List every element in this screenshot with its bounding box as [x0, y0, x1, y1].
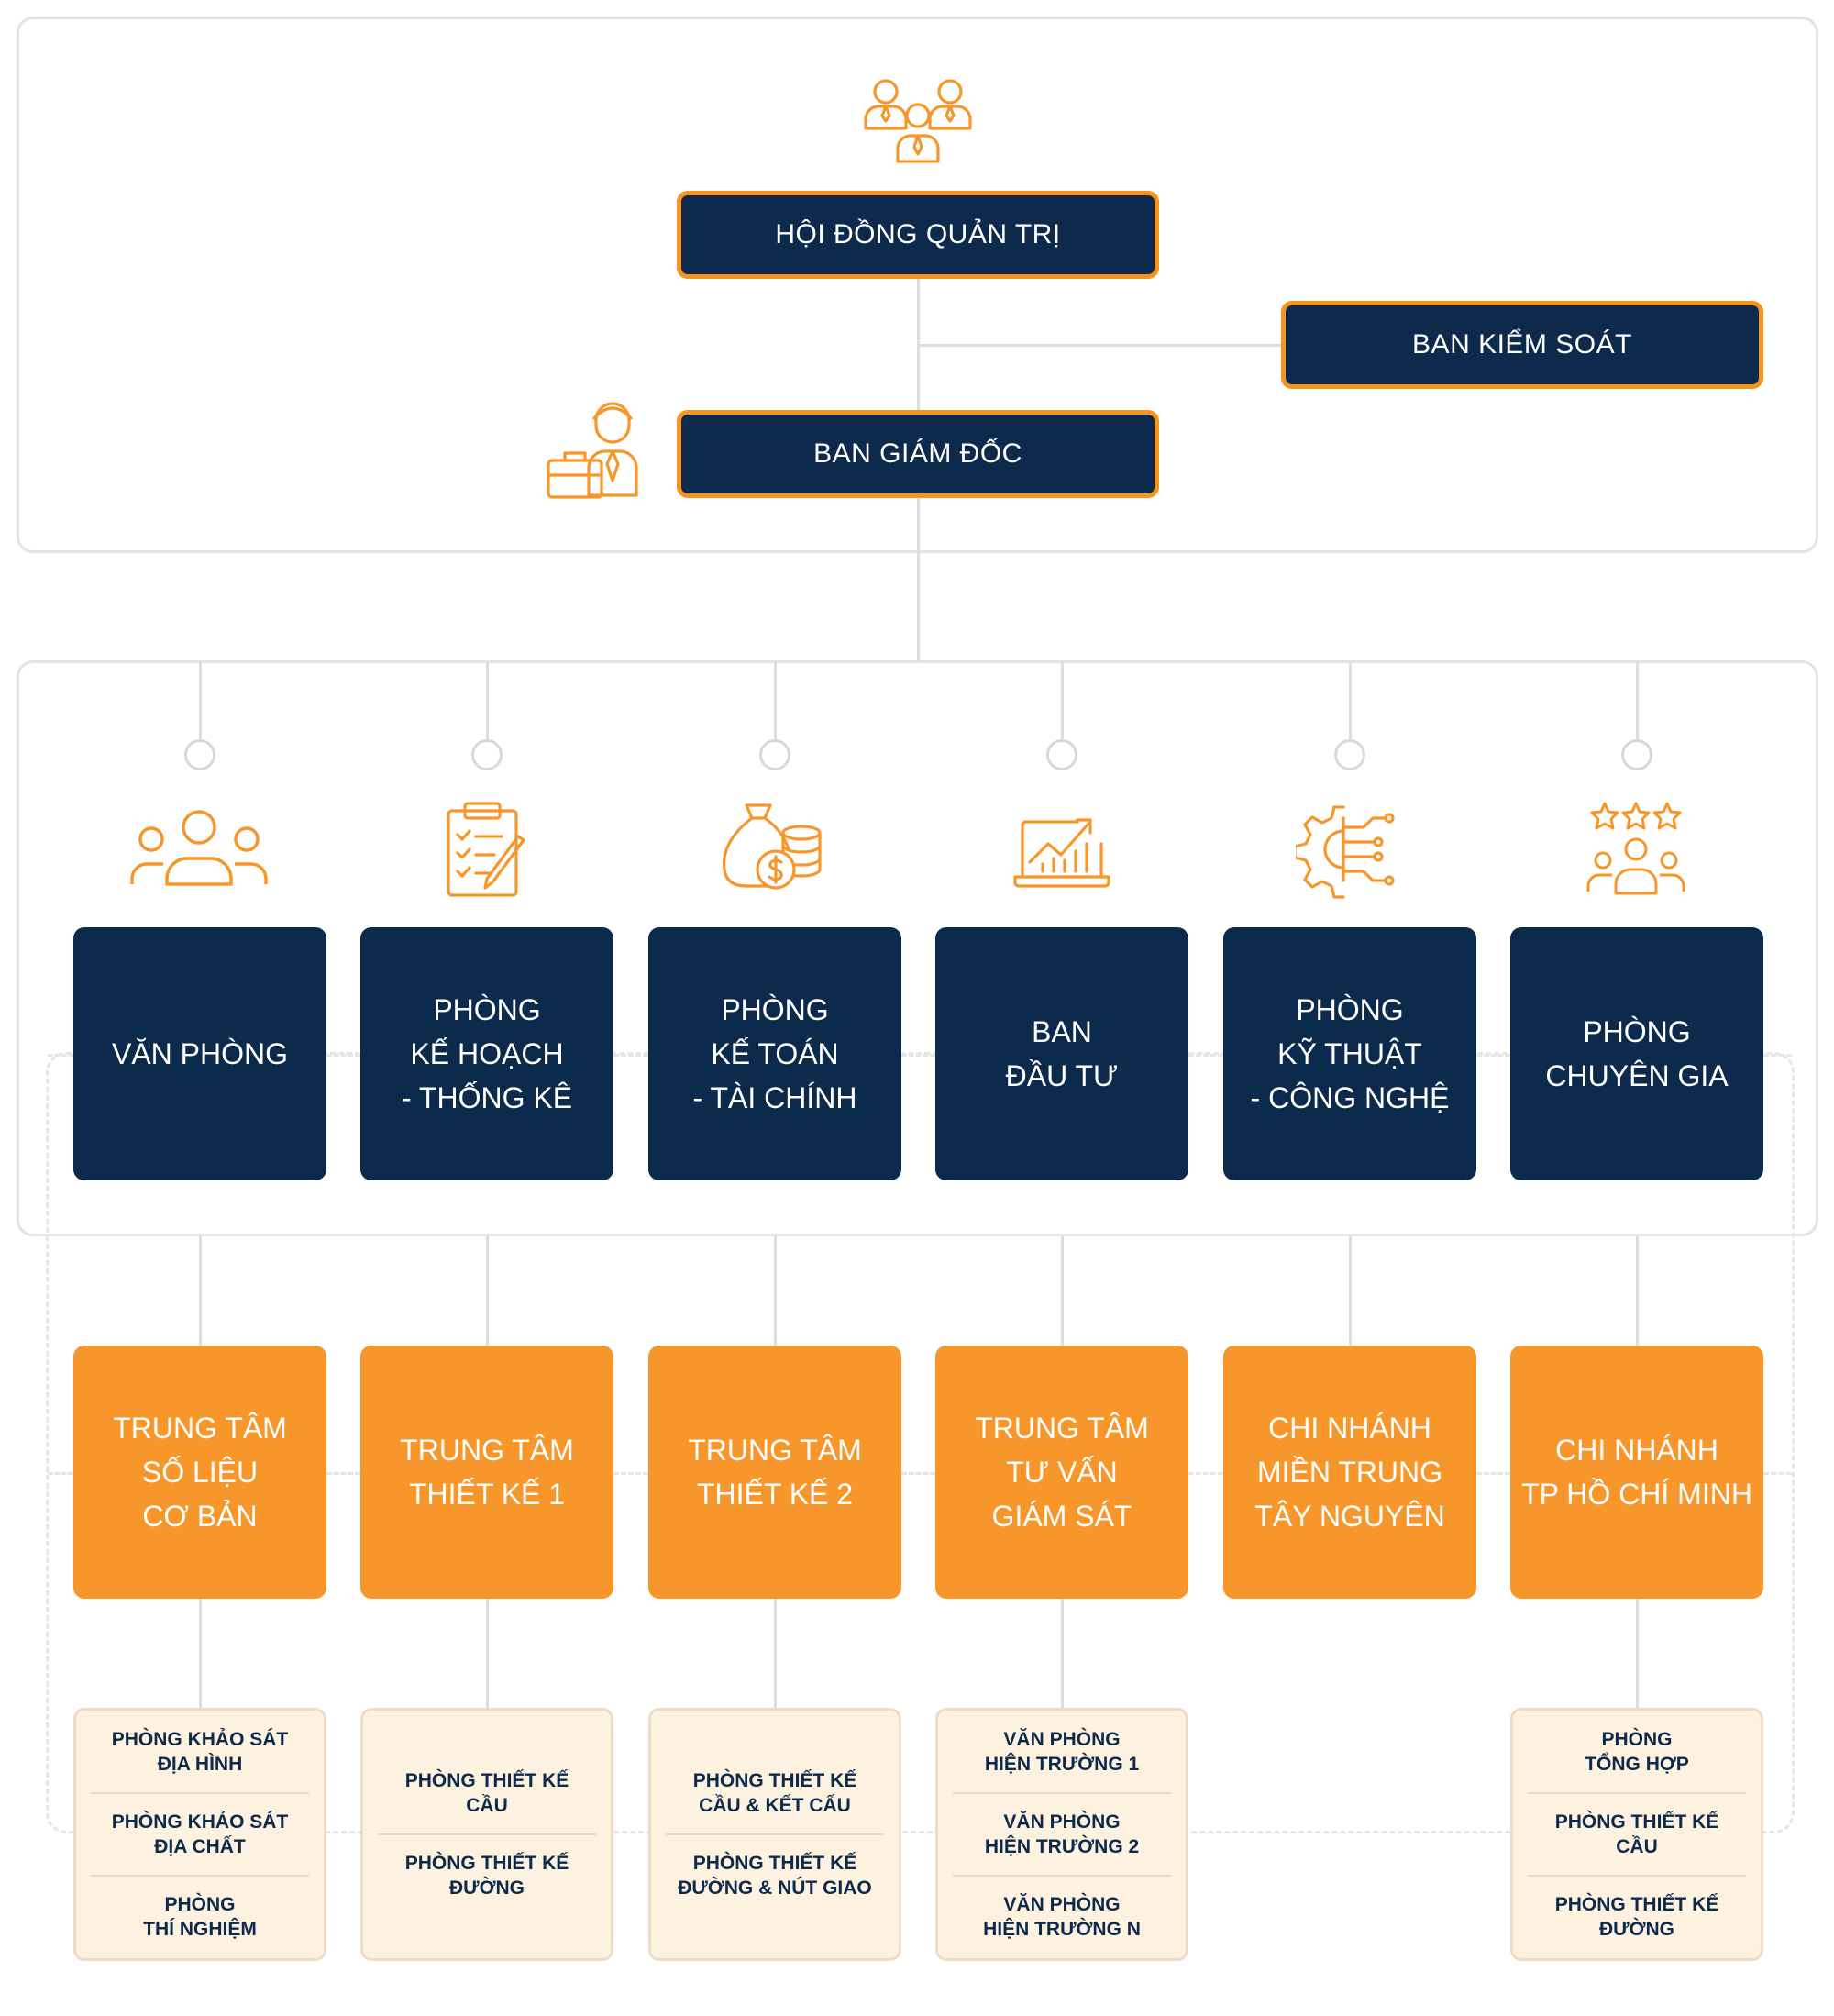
connector-panel-circle [199, 662, 202, 739]
center-label: TRUNG TÂM THIẾT KẾ 2 [688, 1434, 862, 1511]
connector-center-subunit [199, 1598, 202, 1710]
department-box[interactable]: BAN ĐẦU TƯ [935, 927, 1188, 1180]
connector-node-circle [759, 739, 790, 770]
connector-department-center [1349, 1235, 1352, 1347]
board-members-icon [860, 72, 976, 165]
department-box[interactable]: PHÒNG CHUYÊN GIA [1510, 927, 1763, 1180]
expert-team-stars-icon [1585, 800, 1687, 897]
connector-center-subunit [486, 1598, 489, 1710]
department-box[interactable]: PHÒNG KẾ TOÁN - TÀI CHÍNH [648, 927, 901, 1180]
clipboard-checklist-icon [443, 800, 531, 899]
sub-unit-item[interactable]: PHÒNG THIẾT KẾ ĐƯỜNG [378, 1833, 596, 1916]
department-label: VĂN PHÒNG [111, 1037, 289, 1070]
sub-unit-item[interactable]: PHÒNG THIẾT KẾ CẦU [1528, 1792, 1746, 1875]
dashed-guide-segment [1476, 1054, 1510, 1057]
dashed-guide-segment [326, 1054, 360, 1057]
dashed-guide-segment [48, 1472, 73, 1475]
department-box[interactable]: PHÒNG KẾ HOẠCH - THỐNG KÊ [360, 927, 613, 1180]
connector-node-circle [471, 739, 503, 770]
board-label: HỘI ĐỒNG QUẢN TRỊ [775, 219, 1061, 249]
center-box[interactable]: CHI NHÁNH TP HỒ CHÍ MINH [1510, 1346, 1763, 1599]
connector-department-center [486, 1235, 489, 1347]
connector-center-subunit [1636, 1598, 1639, 1710]
gear-circuit-icon [1296, 800, 1398, 899]
department-label: PHÒNG KỸ THUẬT - CÔNG NGHỆ [1250, 993, 1450, 1114]
sub-unit-item[interactable]: PHÒNG THIẾT KẾ CẦU & KẾT CẤU [692, 1770, 857, 1816]
dashed-guide-segment [901, 1472, 935, 1475]
center-box[interactable]: TRUNG TÂM THIẾT KẾ 1 [360, 1346, 613, 1599]
connector-panel-circle [1061, 662, 1064, 739]
connector-department-center [1061, 1235, 1064, 1347]
department-label: PHÒNG KẾ TOÁN - TÀI CHÍNH [692, 993, 857, 1114]
sub-unit-item[interactable]: PHÒNG KHẢO SÁT ĐỊA CHẤT [91, 1792, 309, 1875]
connector-panel-circle [1636, 662, 1639, 739]
supervisory-box[interactable]: BAN KIỂM SOÁT [1281, 301, 1763, 389]
connector-center-subunit [1061, 1598, 1064, 1710]
dashed-guide-segment [901, 1054, 935, 1057]
center-label: CHI NHÁNH TP HỒ CHÍ MINH [1521, 1434, 1752, 1511]
connector-panel-circle [774, 662, 777, 739]
connector-department-center [199, 1235, 202, 1347]
connector-directors-panel [917, 495, 920, 662]
board-box[interactable]: HỘI ĐỒNG QUẢN TRỊ [677, 191, 1159, 279]
directors-box[interactable]: BAN GIÁM ĐỐC [677, 410, 1159, 498]
department-label: PHÒNG CHUYÊN GIA [1545, 1015, 1729, 1092]
sub-unit-item[interactable]: VĂN PHÒNG HIỆN TRƯỜNG 2 [953, 1792, 1171, 1875]
sub-unit-item[interactable]: PHÒNG THIẾT KẾ ĐƯỜNG [1528, 1875, 1746, 1957]
dashed-guide-segment [1188, 1054, 1223, 1057]
sub-unit-item[interactable]: PHÒNG THIẾT KẾ CẦU [404, 1770, 569, 1816]
dashed-guide-segment [613, 1054, 648, 1057]
department-box[interactable]: PHÒNG KỸ THUẬT - CÔNG NGHỆ [1223, 927, 1476, 1180]
connector-node-circle [1621, 739, 1652, 770]
growth-chart-laptop-icon [1013, 807, 1110, 890]
department-box[interactable]: VĂN PHÒNG [73, 927, 326, 1180]
connector-department-center [1636, 1235, 1639, 1347]
center-label: TRUNG TÂM TƯ VẤN GIÁM SÁT [975, 1412, 1149, 1533]
center-box[interactable]: TRUNG TÂM TƯ VẤN GIÁM SÁT [935, 1346, 1188, 1599]
center-label: CHI NHÁNH MIỀN TRUNG TÂY NGUYÊN [1254, 1412, 1445, 1533]
dashed-guide-segment [1763, 1054, 1792, 1057]
dashed-guide-segment [613, 1472, 648, 1475]
connector-department-center [774, 1235, 777, 1347]
center-box[interactable]: TRUNG TÂM THIẾT KẾ 2 [648, 1346, 901, 1599]
sub-unit-box: PHÒNG THIẾT KẾ CẦU PHÒNG THIẾT KẾ ĐƯỜNG [360, 1708, 613, 1961]
directors-label: BAN GIÁM ĐỐC [813, 438, 1022, 469]
connector-center-subunit [774, 1598, 777, 1710]
sub-unit-item[interactable]: PHÒNG KHẢO SÁT ĐỊA HÌNH [111, 1729, 289, 1775]
center-label: TRUNG TÂM THIẾT KẾ 1 [400, 1434, 574, 1511]
supervisory-label: BAN KIỂM SOÁT [1412, 329, 1632, 360]
sub-unit-box: VĂN PHÒNG HIỆN TRƯỜNG 1 VĂN PHÒNG HIỆN TR… [935, 1708, 1188, 1961]
dashed-guide-segment [326, 1472, 360, 1475]
center-label: TRUNG TÂM SỐ LIỆU CƠ BẢN [113, 1412, 287, 1533]
connector-node-circle [1046, 739, 1077, 770]
businessman-briefcase-icon [545, 394, 651, 503]
center-box[interactable]: TRUNG TÂM SỐ LIỆU CƠ BẢN [73, 1346, 326, 1599]
department-label: BAN ĐẦU TƯ [1005, 1015, 1119, 1092]
connector-panel-circle [1349, 662, 1352, 739]
center-box[interactable]: CHI NHÁNH MIỀN TRUNG TÂY NGUYÊN [1223, 1346, 1476, 1599]
sub-unit-item[interactable]: VĂN PHÒNG HIỆN TRƯỜNG N [953, 1875, 1171, 1957]
dashed-guide-segment [48, 1054, 73, 1057]
sub-unit-item[interactable]: PHÒNG TỔNG HỢP [1585, 1729, 1689, 1775]
dashed-guide-segment [1763, 1472, 1792, 1475]
connector-node-circle [184, 739, 215, 770]
dashed-guide-segment [1188, 1472, 1223, 1475]
connector-node-circle [1334, 739, 1365, 770]
sub-unit-item[interactable]: PHÒNG THÍ NGHIỆM [91, 1875, 309, 1957]
sub-unit-item[interactable]: VĂN PHÒNG HIỆN TRƯỜNG 1 [984, 1729, 1140, 1775]
dashed-frame [46, 1052, 1795, 1833]
sub-unit-box: PHÒNG KHẢO SÁT ĐỊA HÌNH PHÒNG KHẢO SÁT ĐỊ… [73, 1708, 326, 1961]
department-label: PHÒNG KẾ HOẠCH - THỐNG KÊ [401, 993, 573, 1114]
dashed-guide-segment [1476, 1472, 1510, 1475]
sub-unit-item[interactable]: PHÒNG THIẾT KẾ ĐƯỜNG & NÚT GIAO [666, 1833, 884, 1916]
connector-panel-circle [486, 662, 489, 739]
people-group-icon [128, 807, 270, 890]
money-bag-coins-icon [719, 800, 825, 892]
sub-unit-box: PHÒNG THIẾT KẾ CẦU & KẾT CẤU PHÒNG THIẾT … [648, 1708, 901, 1961]
connector-supervisory [917, 344, 1284, 347]
